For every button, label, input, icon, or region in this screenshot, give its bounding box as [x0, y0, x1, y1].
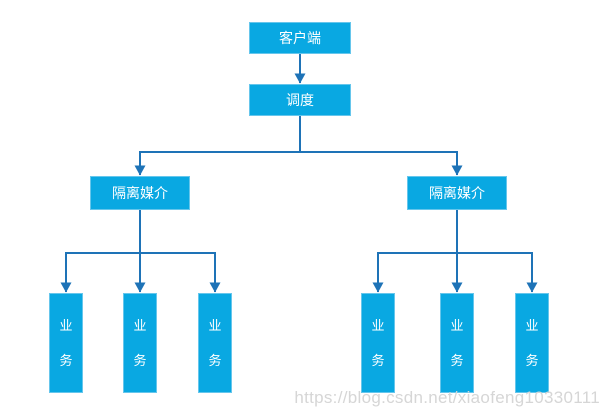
connector-dispatch-to-isolation-left [134, 116, 301, 176]
node-label: 业务 [59, 318, 73, 368]
connector-isolation-left-to-business-left-3 [140, 252, 221, 293]
node-business-right-3: 业务 [515, 293, 549, 393]
node-client: 客户端 [249, 22, 351, 54]
node-label: 隔离媒介 [429, 185, 485, 201]
node-business-right-2: 业务 [440, 293, 474, 393]
node-business-left-3: 业务 [198, 293, 232, 393]
node-label: 业务 [133, 318, 147, 368]
watermark: https://blog.csdn.net/xiaofeng10330111 [294, 388, 600, 407]
connector-dispatch-to-isolation-right [300, 151, 463, 176]
node-label: 调度 [286, 92, 314, 108]
node-business-left-1: 业务 [49, 293, 83, 393]
node-isolation-left: 隔离媒介 [90, 176, 190, 210]
node-business-left-2: 业务 [123, 293, 157, 393]
node-label: 业务 [371, 318, 385, 368]
node-label: 业务 [208, 318, 222, 368]
connector-isolation-left-to-business-left-1 [60, 210, 141, 293]
node-label: 客户端 [279, 30, 321, 46]
node-dispatch: 调度 [249, 84, 351, 116]
connector-isolation-right-to-business-right-1 [372, 210, 458, 293]
node-label: 隔离媒介 [112, 185, 168, 201]
node-label: 业务 [450, 318, 464, 368]
node-business-right-1: 业务 [361, 293, 395, 393]
node-label: 业务 [525, 318, 539, 368]
node-isolation-right: 隔离媒介 [407, 176, 507, 210]
connector-isolation-right-to-business-right-3 [457, 252, 538, 293]
